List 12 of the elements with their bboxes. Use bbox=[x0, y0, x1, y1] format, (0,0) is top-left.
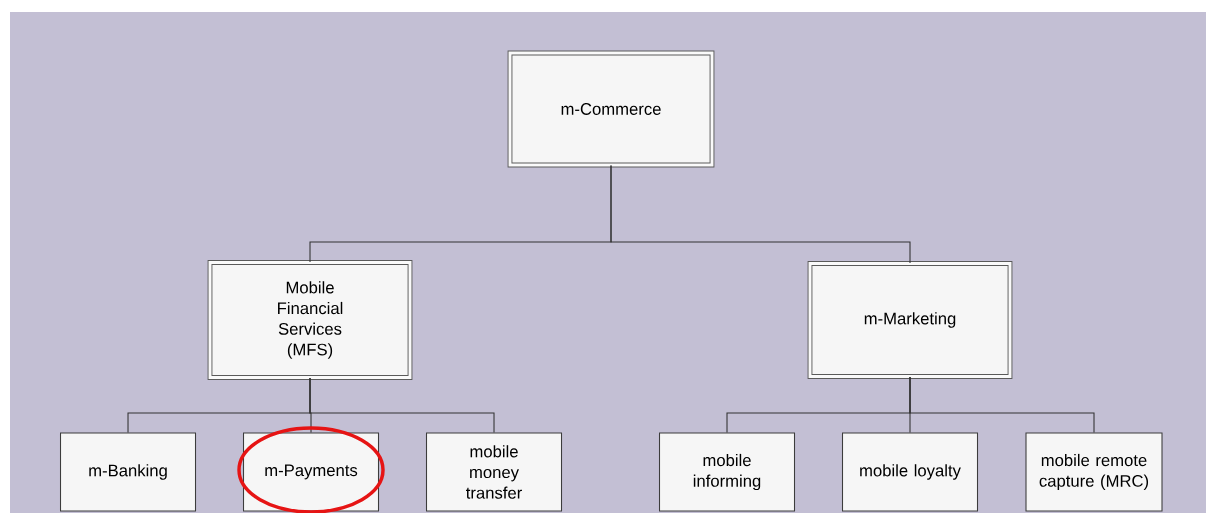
category-box: mobile money transfer bbox=[425, 432, 563, 512]
category-box: m-Commerce bbox=[507, 50, 715, 168]
connector bbox=[909, 376, 1095, 433]
connector bbox=[309, 377, 495, 433]
category-box: mobile loyalty bbox=[841, 432, 979, 512]
category-box: Mobile Financial Services (MFS) bbox=[207, 260, 413, 380]
category-box: m-Marketing bbox=[807, 261, 1013, 379]
connector bbox=[610, 164, 911, 264]
category-box: mobile informing bbox=[658, 432, 796, 512]
category-box: m-Payments bbox=[242, 432, 380, 512]
category-box: m-Banking bbox=[60, 432, 197, 512]
category-box: mobile remote capture (MRC) bbox=[1025, 432, 1163, 512]
